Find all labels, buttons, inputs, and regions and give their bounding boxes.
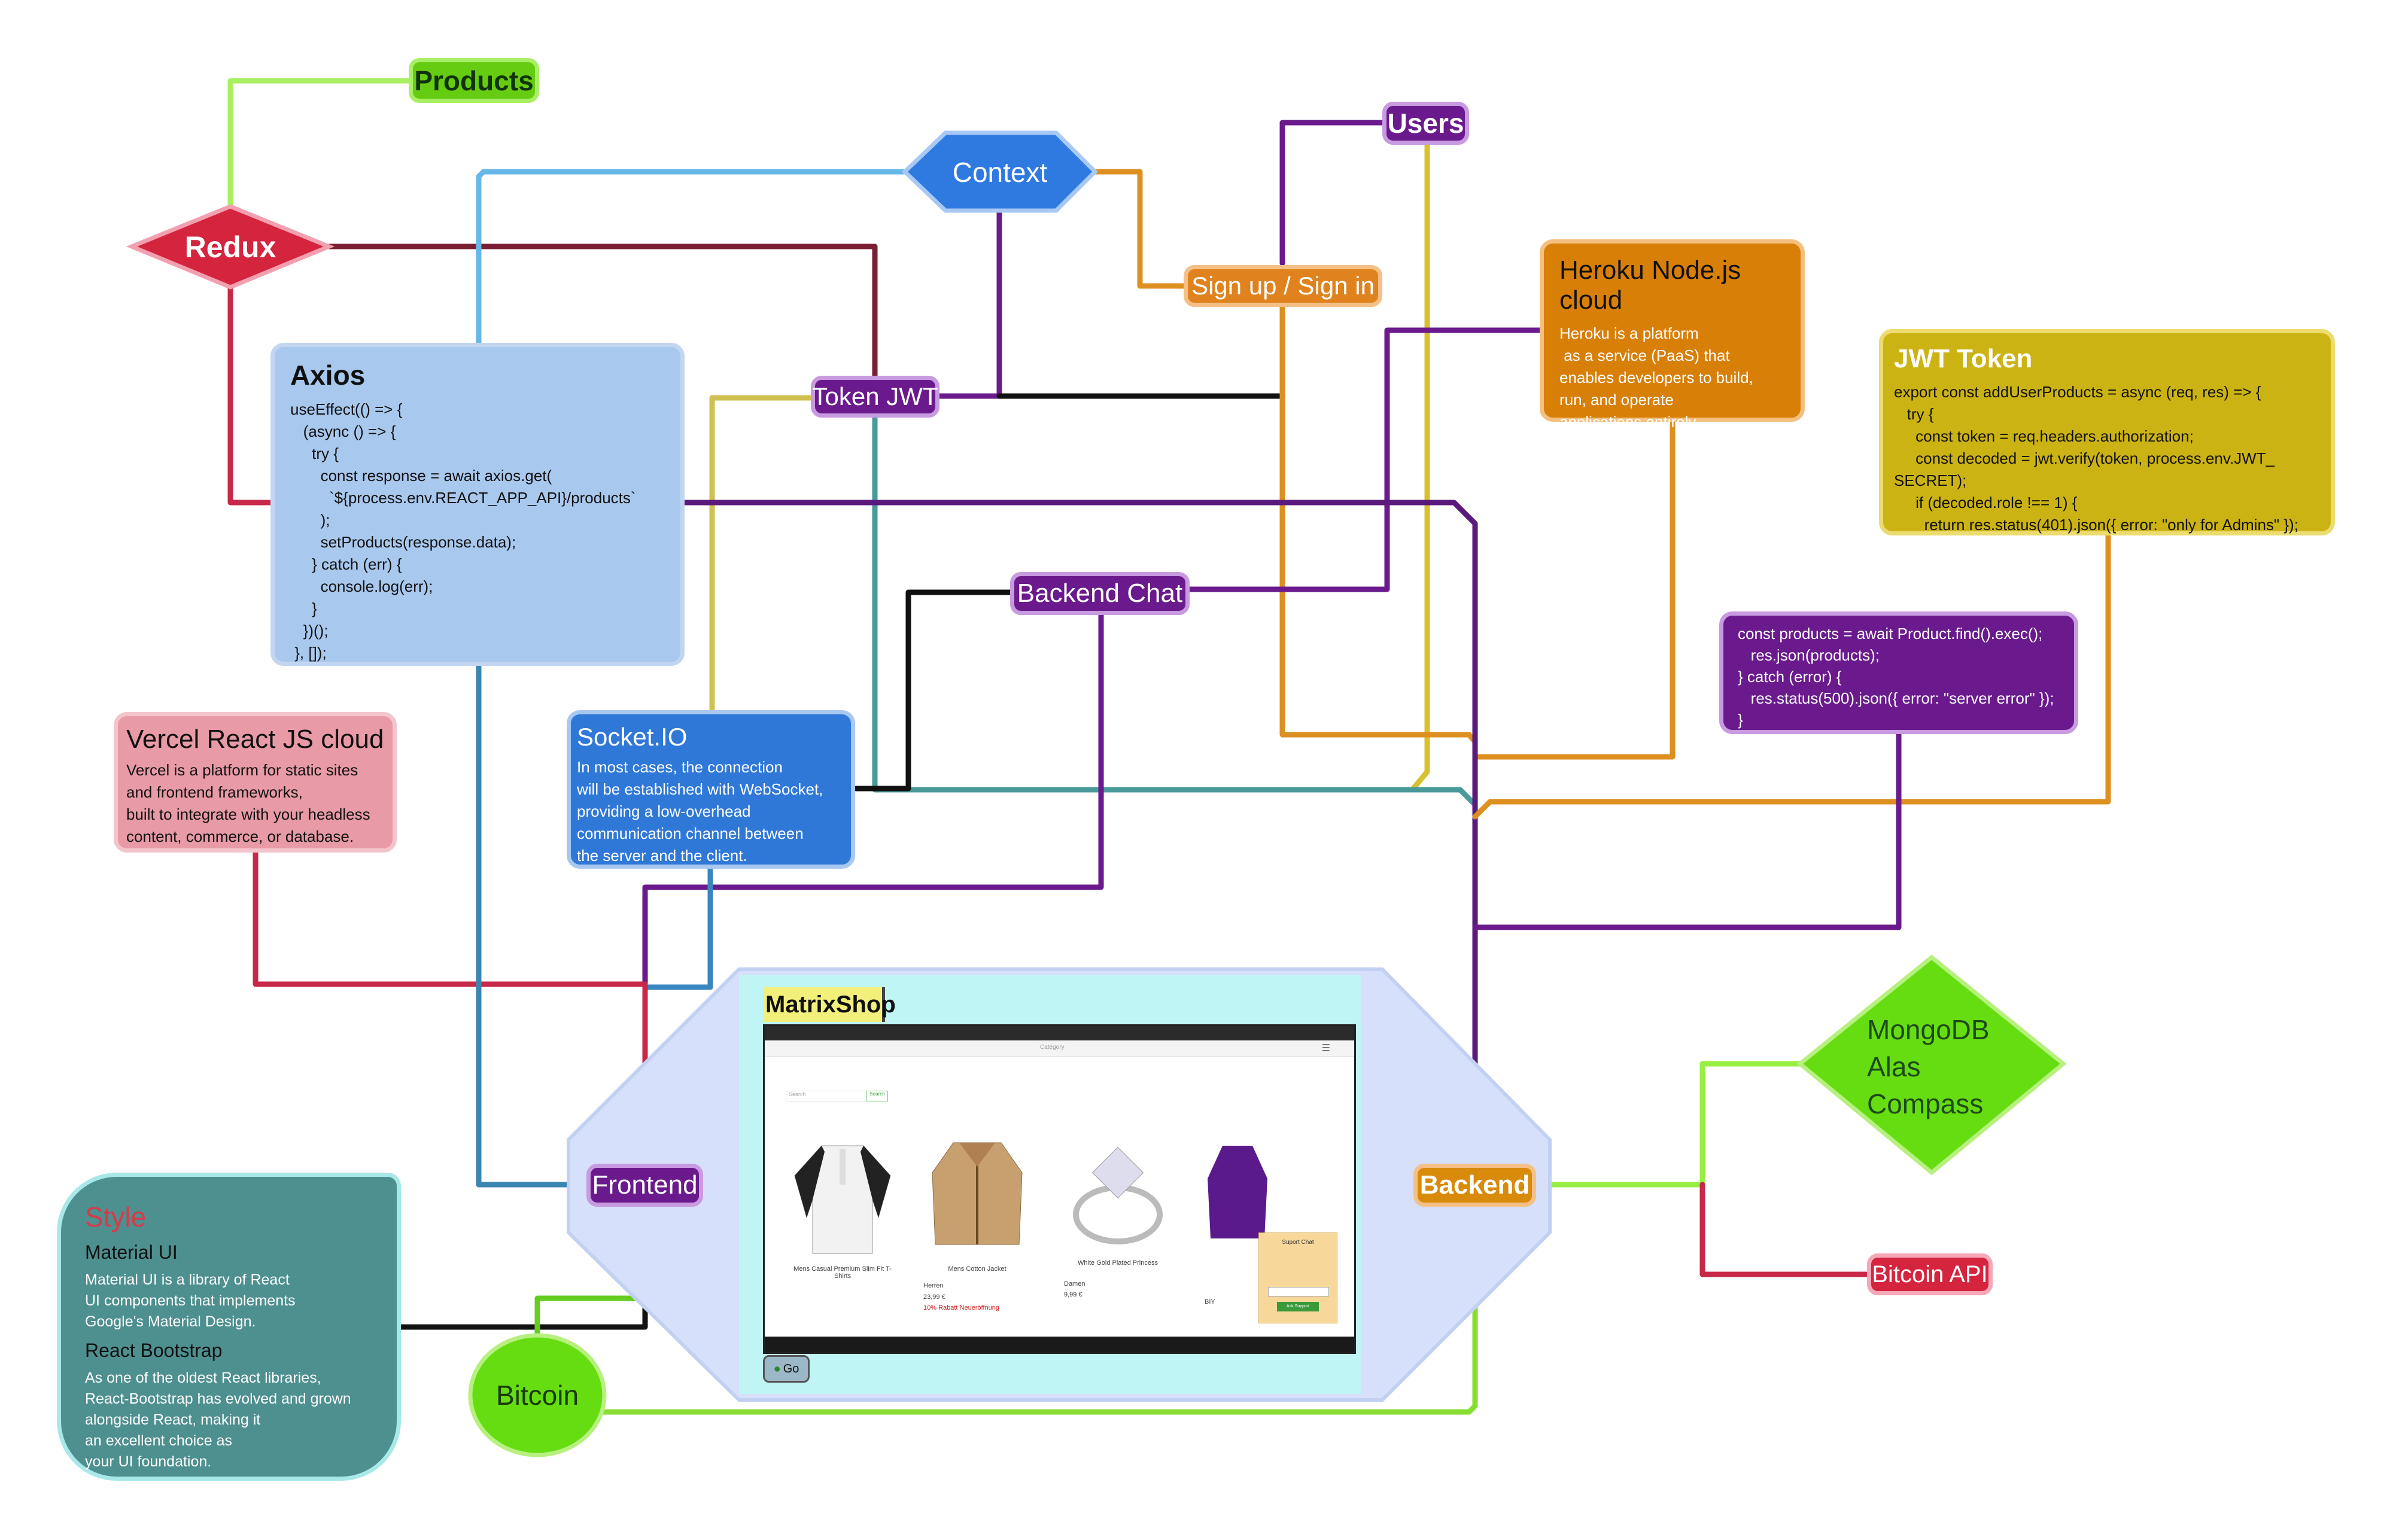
bitcoin-api-node: Bitcoin API: [1867, 1253, 1993, 1295]
ask-support-button[interactable]: Ask Support: [1277, 1302, 1319, 1311]
wire-socket-frontend: [642, 865, 713, 990]
redux-diamond: [126, 204, 335, 290]
bitcoin-circle: [468, 1333, 607, 1457]
product-price: 9,99 €: [1064, 1291, 1083, 1298]
product-category: Herren: [923, 1282, 944, 1289]
mongodb-line-2: Alas: [1867, 1051, 1921, 1082]
wire-code-backend: [1472, 730, 1902, 930]
support-name-input[interactable]: [1268, 1287, 1329, 1296]
product-card[interactable]: White Gold Plated Princess Damen 9,99 €: [1064, 1137, 1172, 1304]
react-bootstrap-body: As one of the oldest React libraries, Re…: [85, 1369, 351, 1470]
mongodb-diamond: [1796, 954, 2067, 1176]
wire-users-yellow: [877, 141, 1430, 793]
vercel-title: Vercel React JS cloud: [126, 725, 384, 754]
wire-heroku-chat: [1185, 327, 1544, 592]
redux-label: Redux: [184, 230, 276, 264]
os-taskbar: [765, 1337, 1354, 1352]
wire-signup-backend: [1279, 296, 1478, 745]
wire-context-signup: [1092, 169, 1188, 289]
context-label: Context: [952, 156, 1048, 188]
jwt-code: export const addUserProducts = async (re…: [1894, 383, 2298, 534]
wire-chat-socket: [853, 589, 1015, 792]
socketio-body: In most cases, the connection will be es…: [577, 758, 823, 865]
product-card[interactable]: BIY: [1205, 1137, 1270, 1316]
tshirt-image: [794, 1145, 891, 1254]
go-icon: ●: [773, 1362, 781, 1375]
axios-code: useEffect(() => { (async () => { try { c…: [290, 400, 636, 662]
shop-navbar: Category ☰: [765, 1040, 1354, 1057]
purple-jacket-image: [1208, 1146, 1267, 1238]
matrixshop-title: MatrixShop: [763, 987, 896, 1022]
wire-jwt-backend: [1472, 532, 2111, 820]
wire-redux-products: [227, 78, 415, 209]
socketio-box: Socket.IO In most cases, the connection …: [567, 710, 855, 869]
heroku-body: Heroku is a platform as a service (PaaS)…: [1559, 324, 1753, 453]
wire-users-token: [1279, 120, 1390, 266]
products-code-box: const products = await Product.find().ex…: [1719, 611, 2078, 734]
vercel-body: Vercel is a platform for static sites an…: [126, 761, 370, 845]
material-ui-title: Material UI: [85, 1241, 178, 1263]
wire-redux-axios: [227, 284, 277, 506]
jacket-image: [932, 1142, 1023, 1245]
sale-note: 10% Rabatt Neueröffnung: [923, 1304, 999, 1311]
jwt-box: JWT Token export const addUserProducts =…: [1879, 329, 2335, 535]
signup-node: Sign up / Sign in: [1184, 265, 1382, 307]
material-ui-body: Material UI is a library of React UI com…: [85, 1271, 296, 1330]
shop-search-input[interactable]: Search: [786, 1091, 867, 1101]
axios-box: Axios useEffect(() => { (async () => { t…: [270, 343, 685, 666]
category-dropdown[interactable]: Category: [1040, 1044, 1065, 1051]
bitcoin-label: Bitcoin: [495, 1380, 579, 1411]
ring-image: [1073, 1146, 1163, 1244]
products-node: Products: [409, 58, 539, 103]
token-jwt-node: Token JWT: [811, 376, 939, 418]
wire-axios-frontend: [476, 661, 592, 1188]
react-bootstrap-title: React Bootstrap: [85, 1340, 223, 1361]
socketio-title: Socket.IO: [577, 723, 688, 751]
product-card[interactable]: Mens Casual Premium Slim Fit T-Shirts: [789, 1140, 896, 1289]
wire-axios-backend: [679, 500, 1478, 1176]
go-label: Go: [783, 1362, 799, 1375]
heroku-title: Heroku Node.js cloud: [1559, 255, 1741, 315]
wire-context-axios: [476, 169, 908, 350]
vercel-box: Vercel React JS cloud Vercel is a platfo…: [114, 712, 397, 853]
support-chat-title: Suport Chat: [1282, 1239, 1314, 1246]
style-title: Style: [85, 1201, 147, 1232]
backend-node: Backend: [1413, 1164, 1536, 1207]
wire-heroku-backend: [1472, 416, 1676, 760]
product-name: Mens Casual Premium Slim Fit T-Shirts: [793, 1265, 892, 1280]
wire-backend-btcapi: [1699, 1182, 1873, 1277]
go-button[interactable]: ● Go: [763, 1355, 810, 1383]
product-name: Mens Cotton Jacket: [948, 1265, 1007, 1273]
product-card[interactable]: Mens Cotton Jacket Herren 23,99 € 10% Ra…: [923, 1137, 1031, 1316]
product-name: White Gold Plated Princess: [1078, 1259, 1158, 1267]
wire-token-socket: [709, 395, 817, 715]
browser-toolbar: [765, 1026, 1354, 1040]
wire-redux-token: [326, 244, 878, 386]
backend-chat-node: Backend Chat: [1010, 572, 1190, 615]
wire-backend-mongo: [1532, 1061, 1804, 1188]
axios-title: Axios: [290, 360, 366, 391]
product-category: Damen: [1064, 1280, 1085, 1288]
products-code: const products = await Product.find().ex…: [1738, 625, 2054, 729]
mongodb-line-1: MongoDB: [1867, 1014, 1990, 1045]
mongodb-line-3: Compass: [1867, 1088, 1984, 1119]
jwt-title: JWT Token: [1894, 344, 2033, 373]
context-hexagon: [901, 130, 1098, 213]
product-price: 23,99 €: [923, 1294, 945, 1301]
wire-context-token: [934, 209, 1002, 399]
shop-search-button[interactable]: Search: [866, 1091, 888, 1101]
menu-icon[interactable]: ☰: [1321, 1043, 1330, 1054]
heroku-box: Heroku Node.js cloud Heroku is a platfor…: [1540, 239, 1805, 453]
mongodb-label: MongoDB Alas Compass: [1867, 1011, 2023, 1122]
shop-screenshot: Category ☰ Search Search Mens Casual Pre…: [763, 1024, 1356, 1354]
frontend-node: Frontend: [586, 1164, 703, 1207]
style-box: Style Material UI Material UI is a libra…: [57, 1173, 401, 1481]
support-chat-widget: Suport Chat Ask Support: [1258, 1232, 1337, 1323]
users-node: Users: [1382, 102, 1469, 145]
product-name: BIY: [1205, 1298, 1215, 1305]
